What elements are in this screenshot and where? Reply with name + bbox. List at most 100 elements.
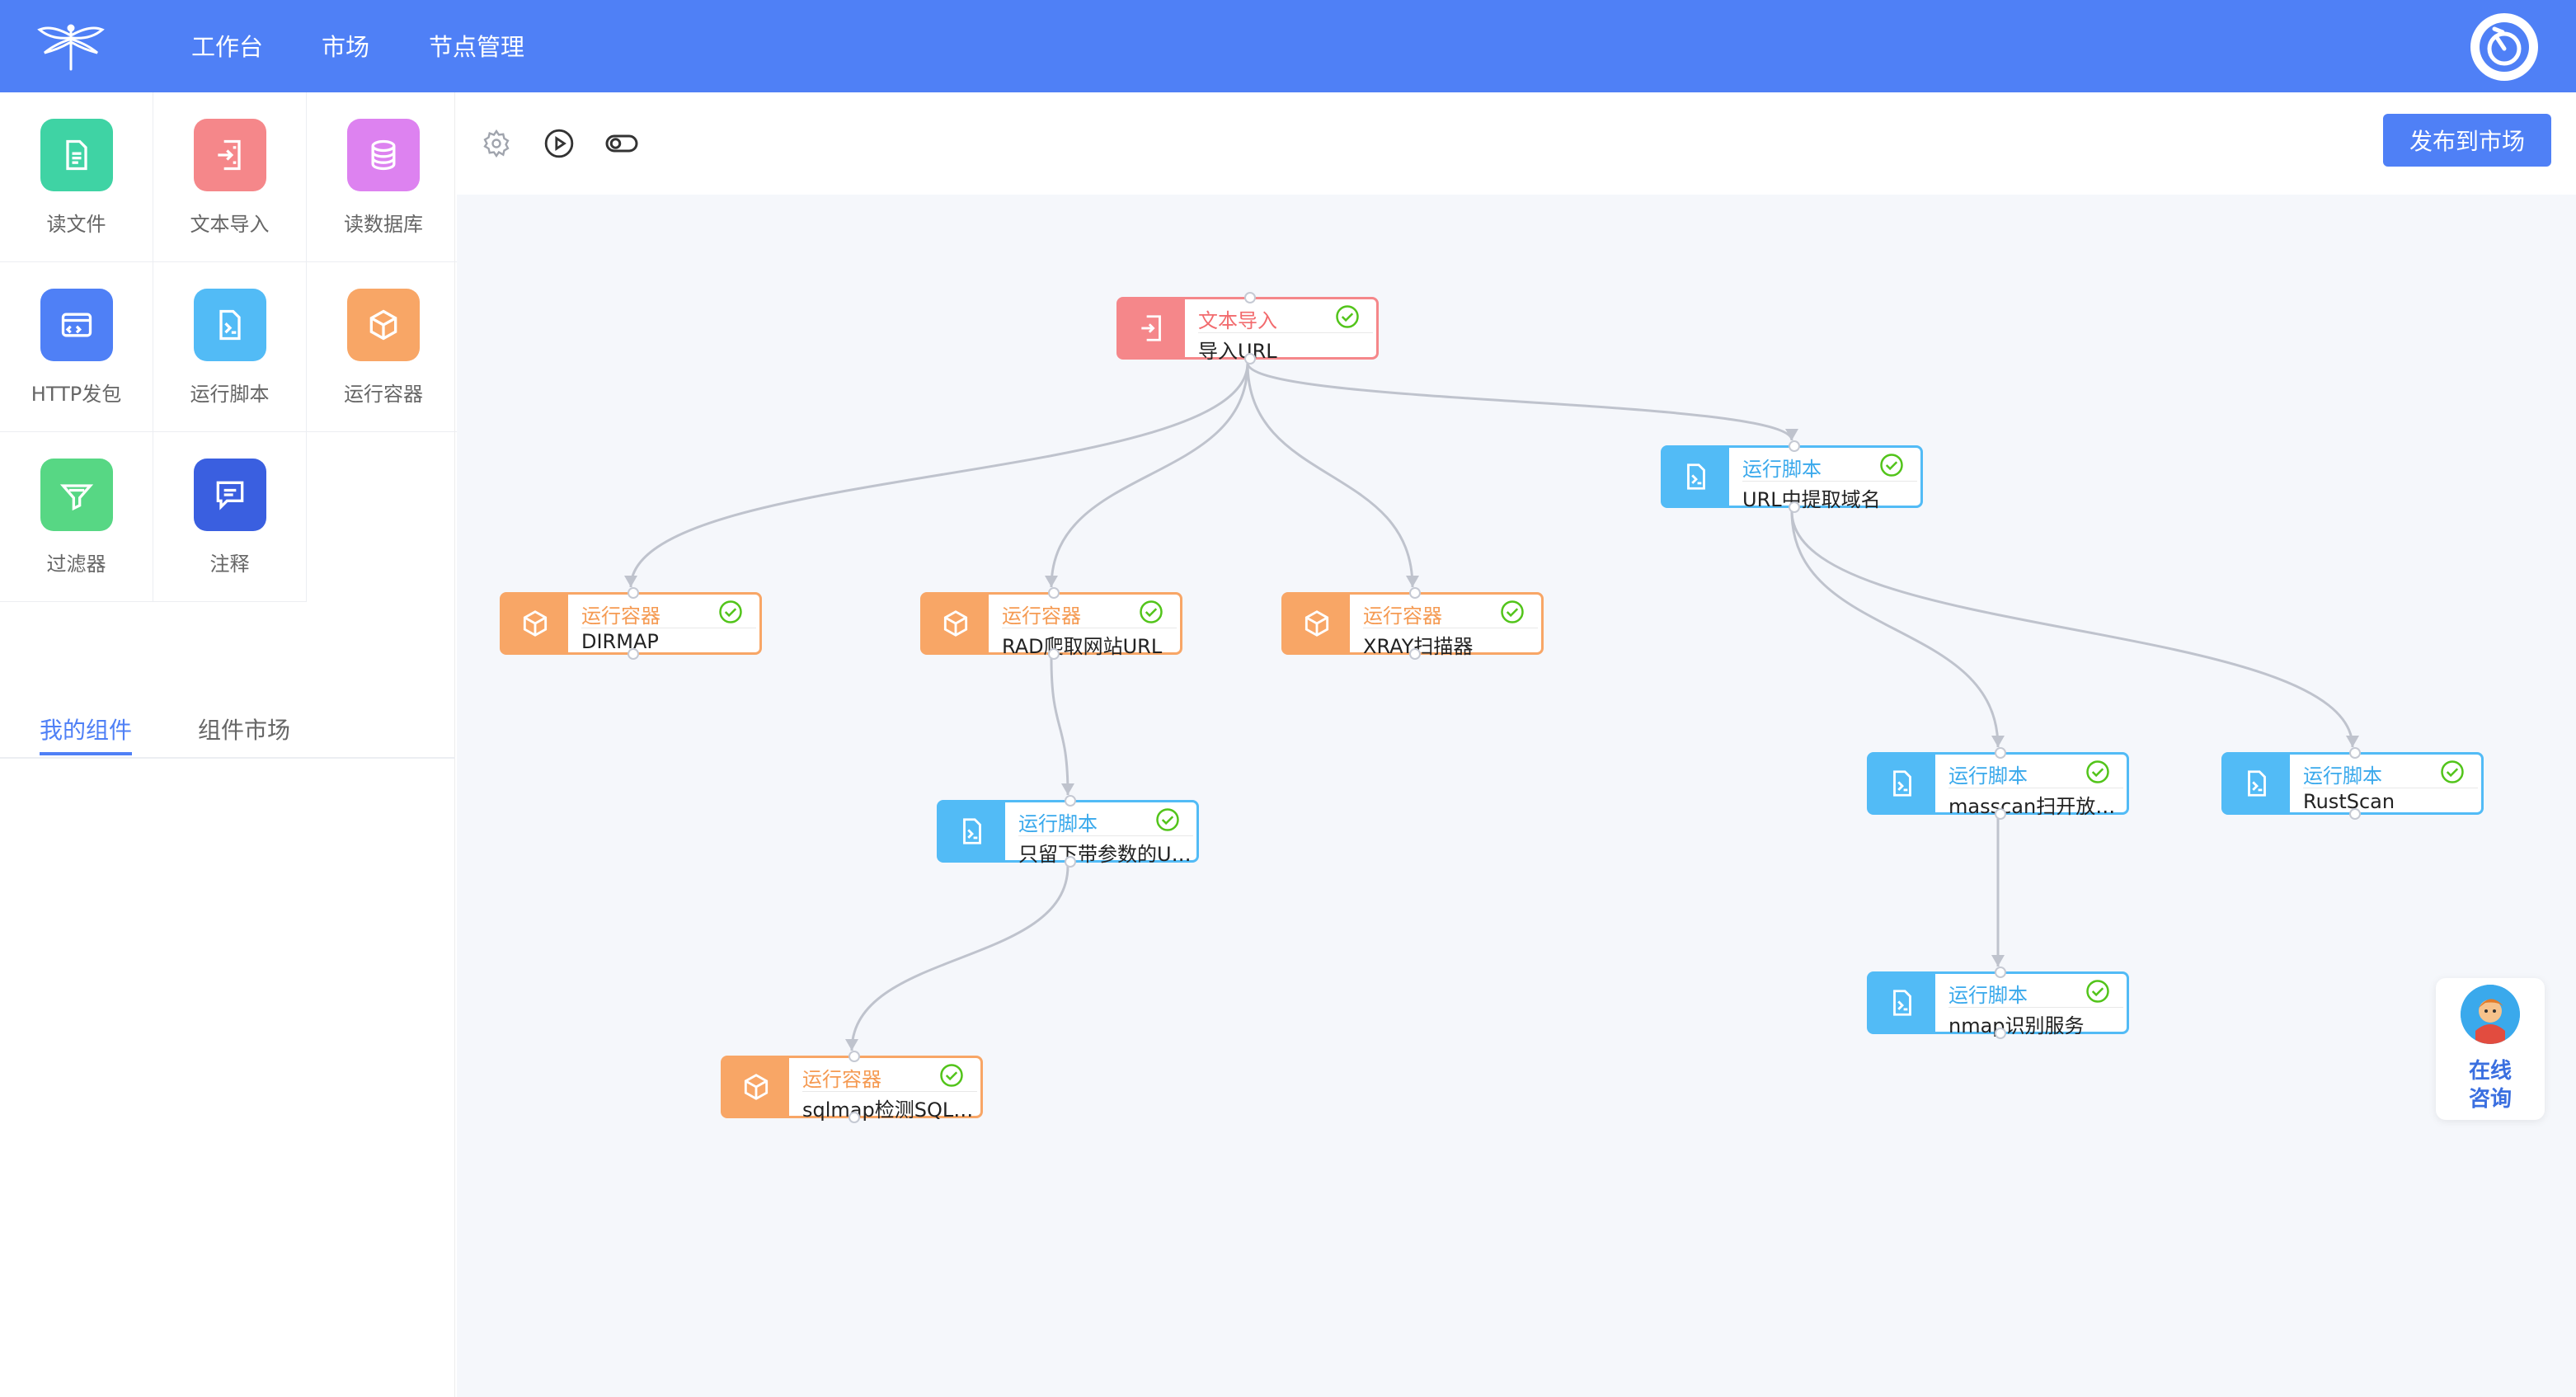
success-check-icon	[1880, 454, 1903, 477]
tab-component-market[interactable]: 组件市场	[198, 717, 291, 744]
input-port[interactable]	[1995, 967, 2006, 978]
component-run-script[interactable]: 运行脚本	[153, 262, 307, 432]
component-read-database[interactable]: 读数据库	[307, 92, 460, 262]
node-type-label: 运行容器	[581, 604, 660, 628]
flow-edge[interactable]	[1246, 362, 1414, 588]
consult-label-line2: 咨询	[2468, 1087, 2512, 1112]
component-read-file[interactable]: 读文件	[0, 92, 153, 262]
top-navbar: 工作台 市场 节点管理	[0, 0, 2576, 92]
component-label: 读文件	[46, 213, 106, 236]
flow-node[interactable]: 运行脚本只留下带参数的URL	[937, 795, 1199, 868]
flow-edge-arrow	[624, 576, 637, 587]
support-avatar-icon	[2461, 985, 2520, 1044]
flow-edges	[624, 362, 2359, 1051]
node-name-label: RustScan	[2303, 788, 2478, 813]
script-icon	[1869, 755, 1935, 812]
input-port[interactable]	[1065, 795, 1076, 807]
input-port[interactable]	[1048, 587, 1060, 599]
flow-edge-arrow	[1045, 576, 1058, 587]
flow-edge[interactable]	[1246, 362, 1793, 441]
settings-icon[interactable]	[478, 125, 515, 162]
component-text-import[interactable]: 文本导入	[153, 92, 307, 262]
tab-my-components[interactable]: 我的组件	[40, 717, 133, 744]
component-label: 过滤器	[46, 553, 106, 576]
component-filter[interactable]: 过滤器	[0, 432, 153, 602]
flow-edge-arrow	[1406, 576, 1419, 587]
input-port[interactable]	[628, 587, 639, 599]
input-port[interactable]	[1244, 292, 1256, 303]
flow-edge[interactable]	[629, 362, 1249, 588]
node-type-label: 运行脚本	[1948, 764, 2028, 788]
node-name-label: 只留下带参数的URL	[1018, 835, 1193, 867]
database-icon	[347, 119, 420, 191]
online-consult-widget[interactable]: 在线 咨询	[2436, 978, 2545, 1120]
play-icon[interactable]	[541, 125, 577, 162]
component-http-packet[interactable]: HTTP发包	[0, 262, 153, 432]
node-name-label: DIRMAP	[581, 628, 756, 653]
input-port[interactable]	[848, 1051, 860, 1062]
flow-edge[interactable]	[1050, 657, 1069, 796]
output-port[interactable]	[1789, 501, 1800, 513]
output-port[interactable]	[1409, 648, 1421, 660]
toggle-icon[interactable]	[604, 125, 640, 162]
success-check-icon	[719, 600, 742, 623]
node-name-label: nmap识别服务	[1948, 1007, 2123, 1038]
success-check-icon	[2441, 760, 2464, 783]
flow-edge-arrow	[1991, 955, 2005, 967]
node-type-label: 运行脚本	[1018, 812, 1098, 835]
node-type-label: 运行脚本	[2303, 764, 2382, 788]
node-name-label: RAD爬取网站URL	[1002, 628, 1177, 659]
flow-edge[interactable]	[1790, 510, 2000, 748]
input-port[interactable]	[2349, 747, 2361, 759]
node-name-label: sqlmap检测SQL注入	[802, 1091, 977, 1122]
output-port[interactable]	[2349, 808, 2361, 820]
output-port[interactable]	[1048, 648, 1060, 660]
component-label: 文本导入	[190, 213, 270, 236]
node-type-label: 运行脚本	[1742, 458, 1822, 481]
output-port[interactable]	[1995, 808, 2006, 820]
component-sidebar: 读文件 文本导入 读数据库 HTTP发包 运行脚本 运行容器 过滤器	[0, 92, 460, 1397]
component-run-container[interactable]: 运行容器	[307, 262, 460, 432]
output-port[interactable]	[628, 648, 639, 660]
container-icon	[347, 289, 420, 361]
publish-to-market-button[interactable]: 发布到市场	[2383, 114, 2551, 167]
script-icon	[1869, 974, 1935, 1032]
node-name-label: masscan扫开放端口	[1948, 788, 2123, 819]
output-port[interactable]	[1995, 1028, 2006, 1039]
nav-item-market[interactable]: 市场	[322, 33, 370, 61]
success-check-icon	[1140, 600, 1163, 623]
document-icon	[40, 119, 113, 191]
output-port[interactable]	[848, 1112, 860, 1123]
input-port[interactable]	[1995, 747, 2006, 759]
container-icon	[1284, 595, 1350, 652]
output-port[interactable]	[1244, 353, 1256, 365]
flow-edge[interactable]	[850, 865, 1069, 1051]
flow-edge[interactable]	[1050, 362, 1249, 588]
dragonfly-logo-icon[interactable]	[36, 21, 106, 73]
nav-item-node-management[interactable]: 节点管理	[429, 33, 525, 61]
user-avatar-button[interactable]	[2470, 13, 2538, 81]
flow-node[interactable]: 文本导入导入URL	[1116, 292, 1379, 365]
http-packet-icon	[40, 289, 113, 361]
node-type-label: 运行容器	[1363, 604, 1442, 628]
canvas-toolbar: 发布到市场	[457, 92, 2576, 195]
text-import-icon	[1119, 299, 1185, 357]
flow-edge-arrow	[1785, 429, 1798, 440]
output-port[interactable]	[1065, 856, 1076, 868]
flow-edge[interactable]	[1790, 510, 2354, 748]
input-port[interactable]	[1789, 440, 1800, 452]
input-port[interactable]	[1409, 587, 1421, 599]
flow-edge-arrow	[2346, 736, 2359, 747]
component-comment[interactable]: 注释	[153, 432, 307, 602]
nav-item-workbench[interactable]: 工作台	[191, 33, 264, 61]
consult-label-line1: 在线	[2468, 1059, 2512, 1084]
